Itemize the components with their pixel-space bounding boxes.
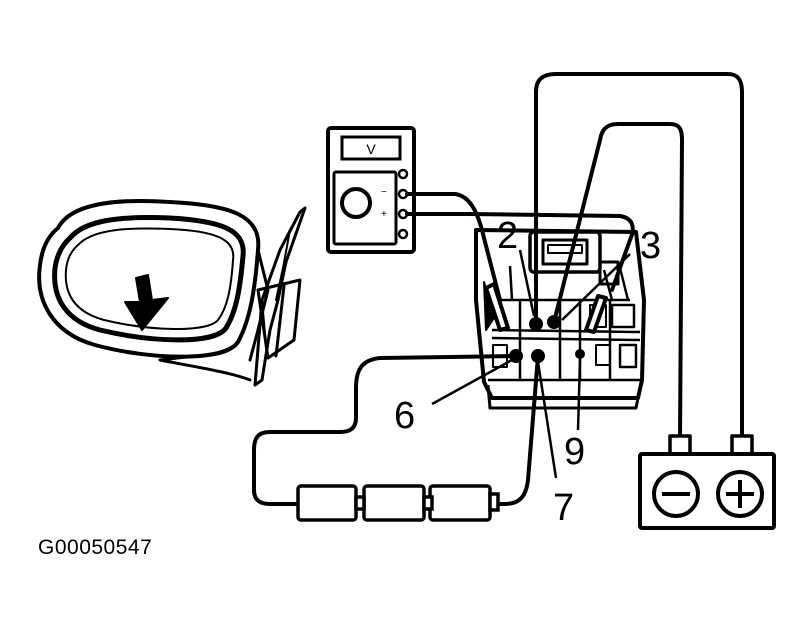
test-bulbs: [296, 484, 500, 522]
battery-leads: [534, 72, 744, 442]
pin-2-label: 2: [497, 215, 518, 257]
battery: [638, 434, 776, 530]
voltmeter-display-label: V: [366, 141, 376, 157]
pin-3-label: 3: [640, 225, 661, 267]
voltmeter-probe-wires: [405, 192, 635, 334]
voltmeter-dial-icon: [340, 187, 372, 219]
mirror-direction-arrow: [124, 274, 169, 331]
bulb-string-wiring: [252, 354, 540, 506]
pin-9-label: 9: [564, 431, 585, 473]
pin-leader-lines: [431, 249, 631, 479]
figure-id: G00050547: [38, 536, 153, 559]
svg-text:+: +: [381, 209, 387, 220]
voltmeter-display: [340, 135, 402, 161]
bulb-3: [428, 484, 492, 522]
pin-9-contact: [575, 349, 585, 359]
bulb-1: [296, 484, 358, 522]
pin-6-label: 6: [394, 395, 415, 437]
pin-7-label: 7: [553, 487, 574, 529]
side-mirror: [37, 198, 307, 387]
voltmeter: V − +: [326, 126, 416, 254]
pin-labels: 2 3 6 7 9: [394, 215, 661, 529]
bulb-2: [362, 484, 426, 522]
svg-text:−: −: [381, 187, 387, 198]
